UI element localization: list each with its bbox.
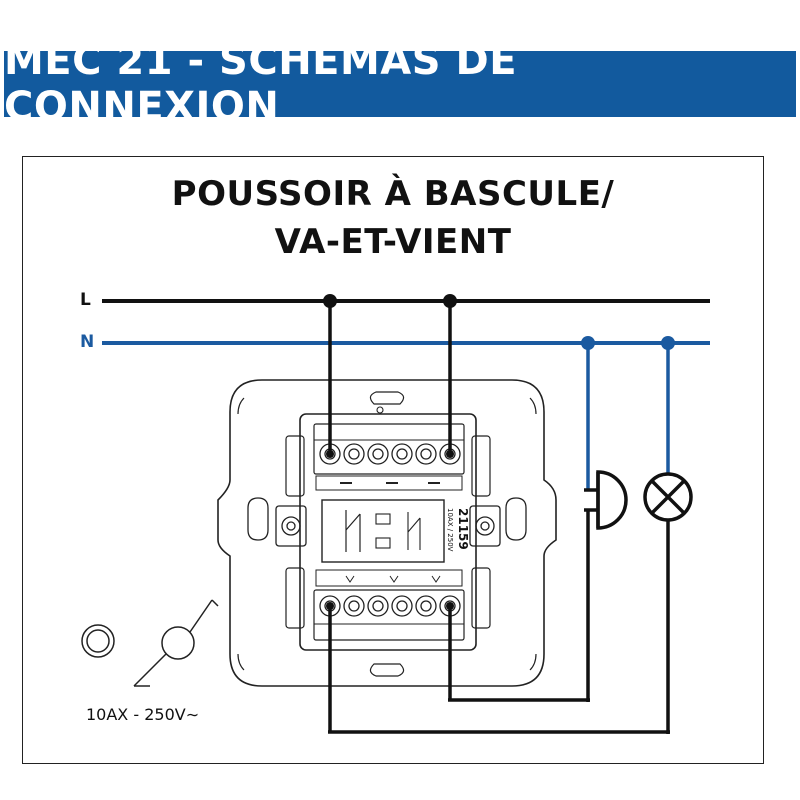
rating-label: 10AX - 250V∼: [86, 705, 200, 724]
line-l-label: L: [80, 290, 91, 310]
diagram-title-line2: VA-ET-VIENT: [274, 222, 512, 262]
header-banner: [4, 51, 796, 117]
mounting-plate: [217, 379, 557, 687]
junction-n1: [581, 336, 595, 350]
clamp-right: [469, 505, 501, 547]
junction-l2: [443, 294, 457, 308]
plate-slot-left: [247, 497, 269, 541]
junction-n2: [661, 336, 675, 350]
lamp-icon: [643, 472, 693, 522]
junction-l1: [323, 294, 337, 308]
module-code: 21159: [456, 508, 470, 550]
line-n-label: N: [80, 332, 95, 352]
switch-panel: [321, 499, 445, 563]
diagram-title-line1: POUSSOIR À BASCULE/: [171, 174, 615, 214]
rocker-pushbutton-icon: [133, 599, 219, 687]
module-spec: 10AX / 250V: [446, 508, 454, 552]
plate-slot-right: [505, 497, 527, 541]
bell-icon: [584, 470, 628, 530]
diagram-frame: [22, 156, 764, 764]
mechanism-body: [299, 413, 477, 651]
clamp-left: [275, 505, 307, 547]
pushbutton-icon: [81, 624, 115, 658]
